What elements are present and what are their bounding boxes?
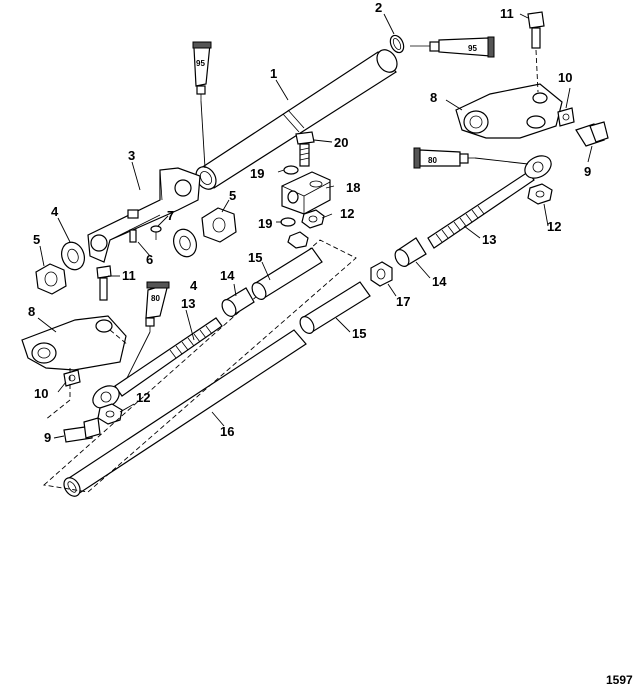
sealant-tube-80-right: 80 <box>413 147 475 169</box>
sealant-tube-95-upper-right: 95 <box>410 36 495 58</box>
part-4-washer-left <box>61 241 85 271</box>
callout-5: 5 <box>33 232 40 247</box>
sealant-tube-80-left: 80 <box>145 281 170 332</box>
callout-11: 11 <box>122 268 136 283</box>
part-5-nut-left <box>35 263 67 295</box>
callout-3: 3 <box>128 148 135 163</box>
callout-18: 18 <box>346 180 360 195</box>
part-9-bolt-right <box>575 121 609 147</box>
callout-8: 8 <box>28 304 35 319</box>
callout-19: 19 <box>258 216 272 231</box>
callout-15: 15 <box>352 326 366 341</box>
callout-15: 15 <box>248 250 262 265</box>
part-10-square-nut-right <box>557 107 575 127</box>
part-5-nut-right <box>201 207 237 243</box>
callout-4: 4 <box>51 204 59 219</box>
part-18-clamp-block <box>281 171 331 215</box>
callout-12: 12 <box>136 390 150 405</box>
part-3-bracket <box>87 167 201 263</box>
callout-10: 10 <box>558 70 572 85</box>
part-6-clip <box>129 229 137 243</box>
callout-numbers: 1 2 3 4 4 5 5 6 7 8 8 9 9 10 10 11 11 12… <box>28 0 591 445</box>
tube-label: 95 <box>196 59 205 68</box>
part-11-bolt-right <box>527 11 545 49</box>
callout-4: 4 <box>190 278 198 293</box>
callout-19: 19 <box>250 166 264 181</box>
part-12-nut-middle <box>301 209 325 229</box>
callout-12: 12 <box>340 206 354 221</box>
callout-9: 9 <box>584 164 591 179</box>
part-15-sleeve-lower <box>299 281 371 334</box>
figure-number: 1597 <box>606 673 633 687</box>
callout-9: 9 <box>44 430 51 445</box>
callout-2: 2 <box>375 0 382 15</box>
part-12-nut-middle-lower <box>287 231 309 249</box>
callout-16: 16 <box>220 424 234 439</box>
callout-12: 12 <box>547 219 561 234</box>
tube-label: 80 <box>151 294 160 303</box>
part-14-bushing-left <box>221 287 255 317</box>
part-13-tie-rod-right <box>427 155 552 249</box>
callout-14: 14 <box>432 274 447 289</box>
part-2-o-ring <box>389 34 405 54</box>
dashed-envelope <box>42 239 357 493</box>
callout-1: 1 <box>270 66 277 81</box>
part-16-lower-tube <box>63 329 307 497</box>
callout-5: 5 <box>229 188 236 203</box>
callout-13: 13 <box>482 232 496 247</box>
part-11-bolt-left <box>96 265 112 301</box>
callout-20: 20 <box>334 135 348 150</box>
callout-17: 17 <box>396 294 410 309</box>
part-14-bushing-right <box>394 237 427 267</box>
part-19-washer-lower <box>280 217 296 227</box>
callout-8: 8 <box>430 90 437 105</box>
part-20-bolt <box>295 131 315 167</box>
part-15-sleeve-upper <box>251 247 323 300</box>
part-19-washer-upper <box>283 165 299 175</box>
dashed-guide-left <box>44 329 129 421</box>
callout-6: 6 <box>146 252 153 267</box>
callout-7: 7 <box>167 208 174 223</box>
part-4-washer-right <box>173 228 197 258</box>
part-13-tie-rod-left <box>92 317 223 409</box>
tube-label: 80 <box>428 156 437 165</box>
part-10-square-nut-left <box>63 369 81 387</box>
part-8-mount-right <box>455 83 563 139</box>
part-9-bolt-left <box>63 417 101 443</box>
sealant-tube-95-upper-left: 95 <box>192 41 212 101</box>
leader-lines <box>37 13 593 439</box>
callout-10: 10 <box>34 386 48 401</box>
part-8-mount-left <box>21 315 127 371</box>
callout-13: 13 <box>181 296 195 311</box>
part-17-nut <box>370 261 393 287</box>
callout-14: 14 <box>220 268 235 283</box>
part-12-nut-left <box>97 403 123 425</box>
callout-11: 11 <box>500 6 514 21</box>
part-1-tube <box>195 49 398 190</box>
part-7-screw <box>150 225 162 240</box>
part-12-nut-right <box>527 183 553 205</box>
tube-label: 95 <box>468 44 477 53</box>
